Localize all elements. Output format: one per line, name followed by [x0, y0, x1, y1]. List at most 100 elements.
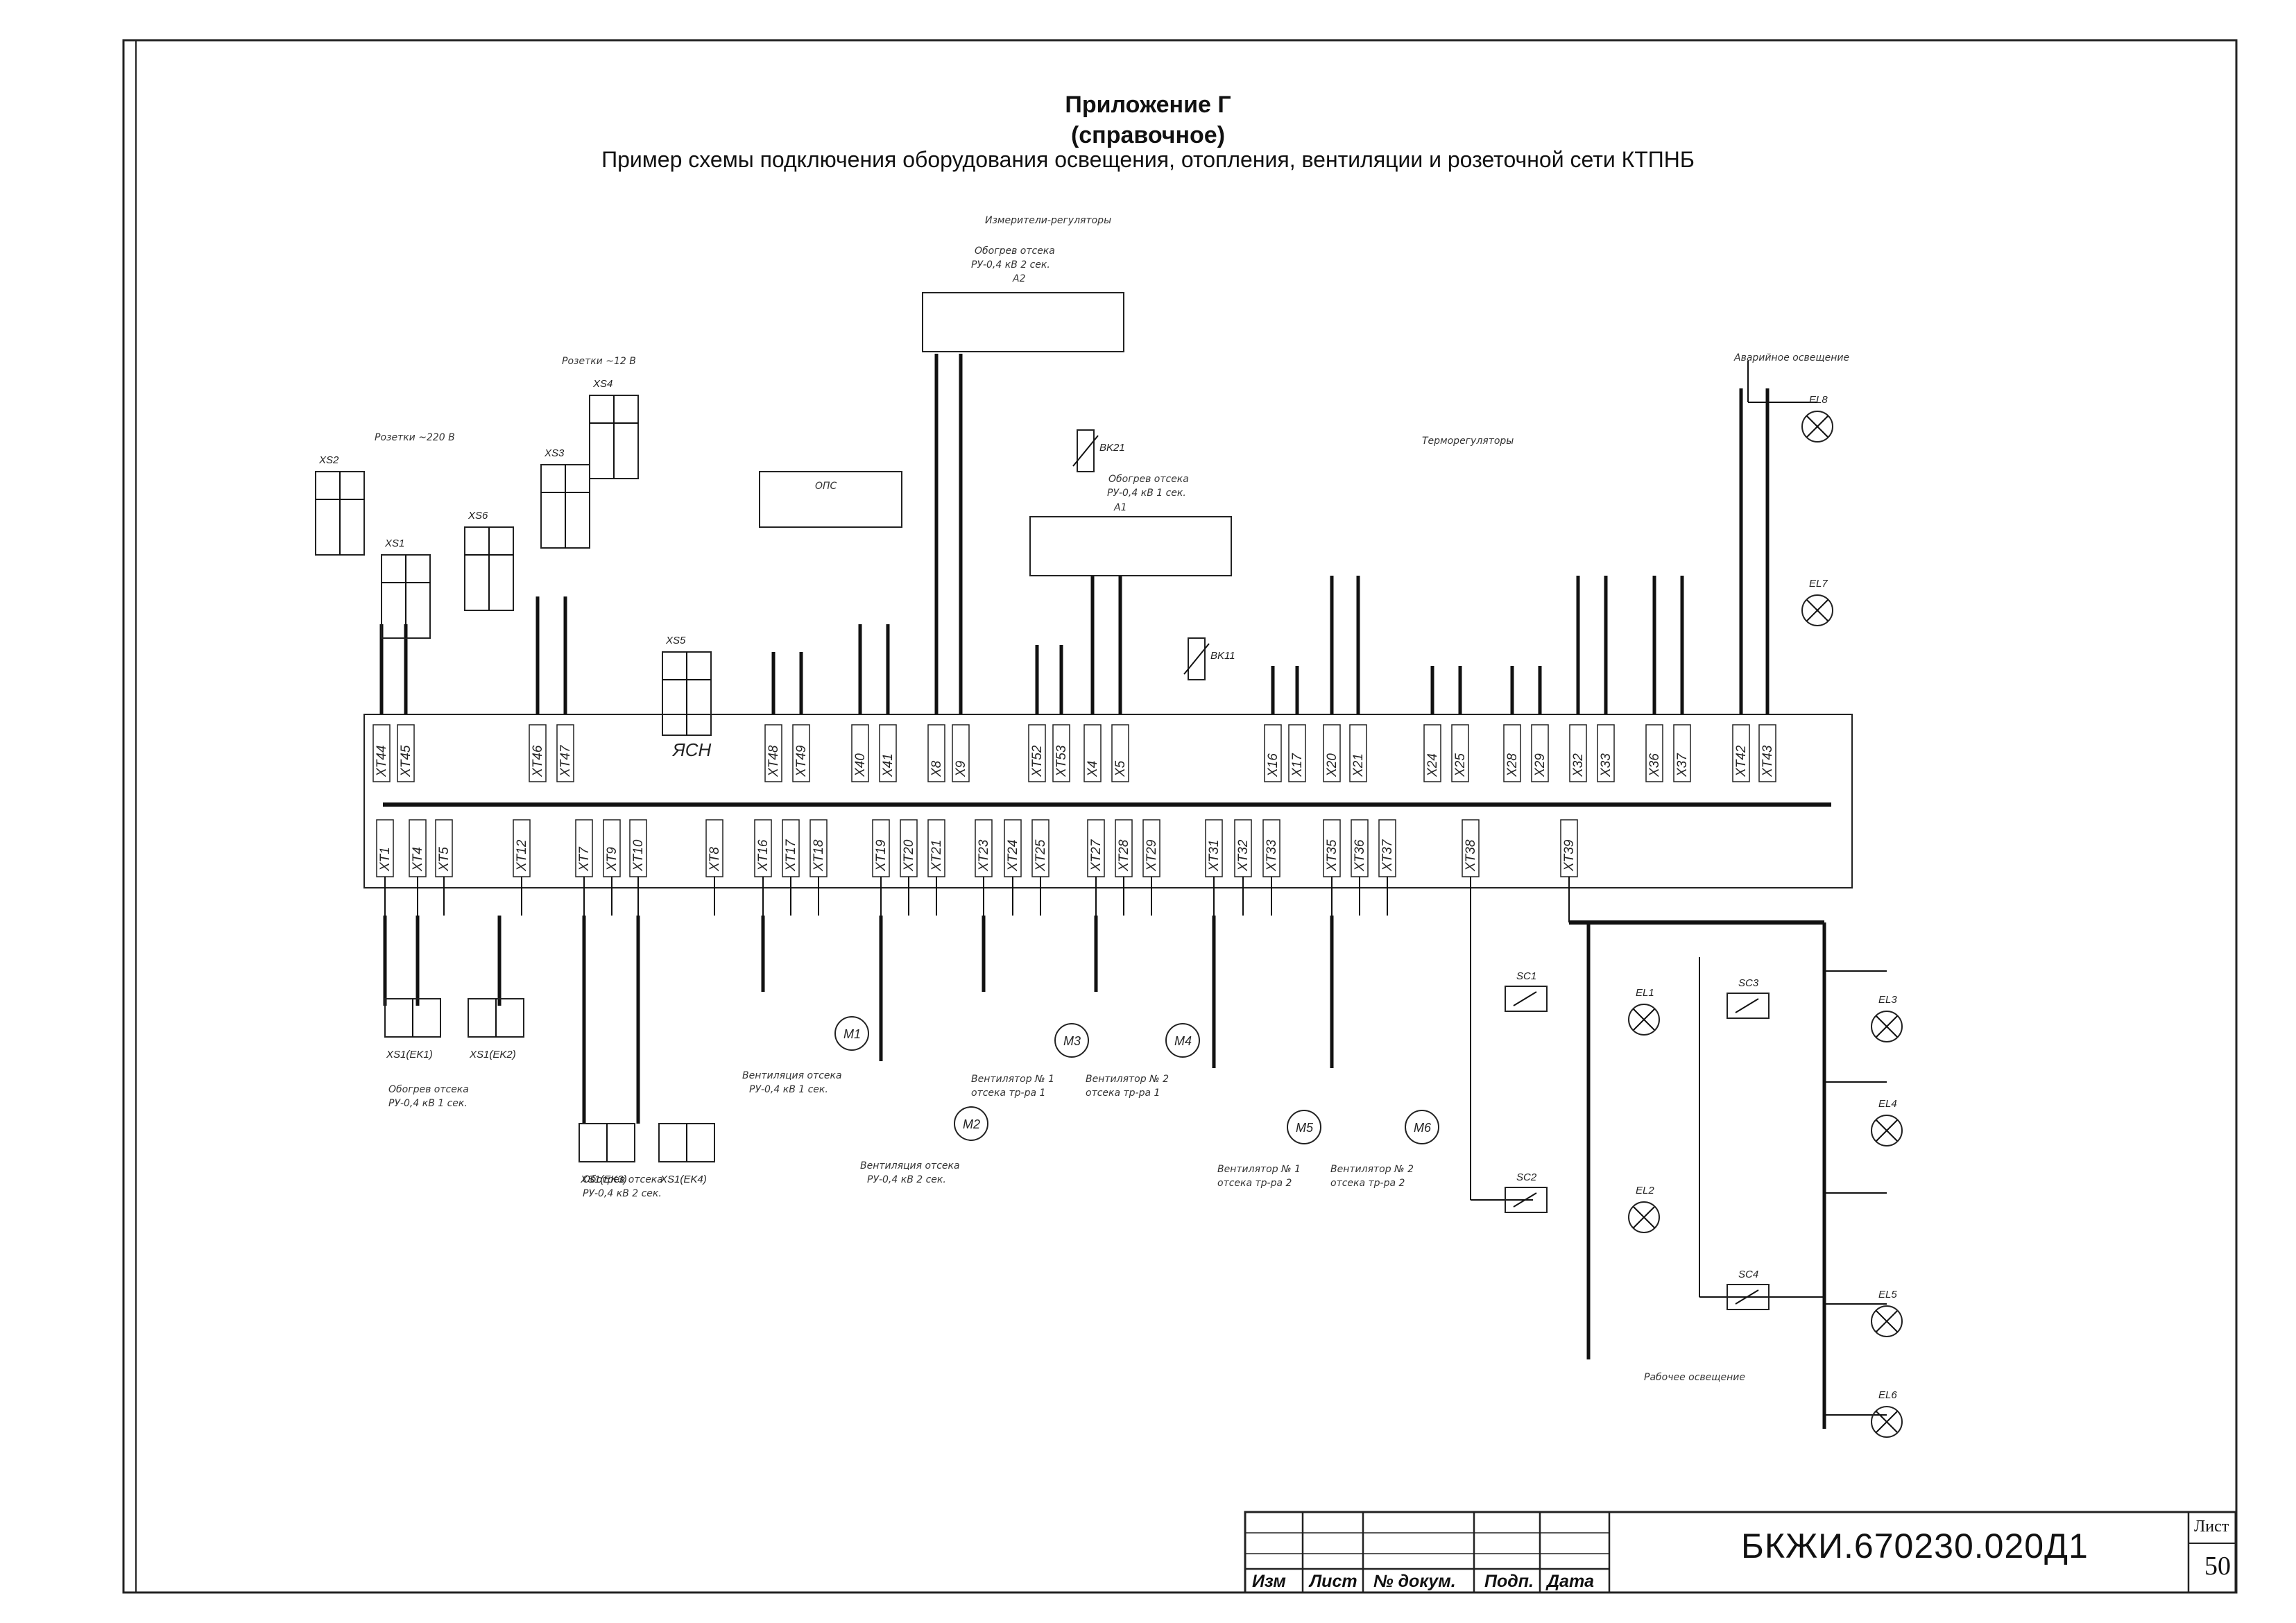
board-yasn [363, 714, 1853, 888]
rozetki-12-caption: Розетки ~12 В [562, 356, 636, 367]
terminal-xt42: XT42 [1734, 745, 1749, 778]
terminal-box [1503, 724, 1521, 782]
obogrev1-caption-2: РУ-0,4 кВ 1 сек. [388, 1098, 468, 1109]
switch-contact [1513, 1192, 1537, 1208]
terminal-x16: X16 [1266, 753, 1280, 778]
rabochee-caption: Рабочее освещение [1644, 1372, 1745, 1383]
lamp-label-el1: EL1 [1636, 987, 1654, 999]
lamp-label-el7: EL7 [1809, 578, 1828, 590]
terminal-box [372, 724, 391, 782]
vt3-caption-2: отсека тр-ра 2 [1217, 1178, 1292, 1189]
vt2-caption-2: отсека тр-ра 1 [1086, 1088, 1160, 1099]
sheet-number: 50 [2204, 1552, 2231, 1581]
a1-block [1029, 516, 1232, 576]
terminal-xt1: XT1 [378, 847, 393, 872]
terminal-box [1673, 724, 1691, 782]
heater-label: XS1(EK1) [386, 1049, 433, 1060]
lamp-label-el5: EL5 [1878, 1289, 1897, 1300]
motor-label-m2: M2 [963, 1117, 980, 1131]
sensor-label-bk21: BK21 [1099, 442, 1125, 454]
terminal-box [529, 724, 547, 782]
motor-label-m4: M4 [1174, 1034, 1192, 1048]
a2-block [922, 292, 1124, 352]
terminal-x28: X28 [1505, 753, 1520, 778]
terminal-box [792, 724, 810, 782]
ops-label: ОПС [815, 481, 837, 492]
terminal-box [1028, 724, 1046, 782]
lamp-cross [1876, 1119, 1898, 1142]
a2-tag: А2 [1012, 273, 1026, 284]
switch-symbol [1727, 1284, 1770, 1310]
terminal-xt32: XT32 [1236, 839, 1251, 872]
tb-list: Лист [1310, 1572, 1357, 1591]
motor-symbol [834, 1016, 869, 1051]
motor-symbol [1165, 1023, 1200, 1058]
terminal-xt52: XT52 [1030, 745, 1045, 778]
terminal-xt27: XT27 [1089, 839, 1104, 872]
vt3-caption-1: Вентилятор № 1 [1217, 1164, 1301, 1175]
socket-label-xs5: XS5 [665, 635, 686, 646]
switch-contact [1735, 1289, 1759, 1305]
terminal-xt24: XT24 [1006, 840, 1020, 872]
tb-docnum: № докум. [1373, 1572, 1456, 1591]
terminal-xt38: XT38 [1464, 839, 1478, 872]
terminal-xt17: XT17 [784, 839, 798, 872]
terminal-x17: X17 [1290, 753, 1305, 778]
terminal-xt20: XT20 [902, 839, 916, 872]
terminal-x8: X8 [929, 760, 944, 778]
terminal-box [1288, 724, 1306, 782]
page-title: Приложение Г [1065, 92, 1231, 118]
a2-caption-2: РУ-0,4 кВ 2 сек. [971, 259, 1050, 270]
terminal-xt12: XT12 [515, 839, 529, 872]
lamp-cross [1806, 415, 1828, 438]
terminal-xt9: XT9 [605, 847, 619, 872]
lamp-label-el2: EL2 [1636, 1185, 1654, 1196]
switch-label-sc1: SC1 [1516, 970, 1536, 982]
vt4-caption-1: Вентилятор № 2 [1330, 1164, 1414, 1175]
terminal-xt37: XT37 [1380, 839, 1395, 872]
sensor-slash [1183, 643, 1210, 675]
terminal-box [1645, 724, 1663, 782]
terminal-x32: X32 [1571, 753, 1586, 778]
terminal-x21: X21 [1351, 753, 1366, 778]
obogrev2-caption-1: Обогрев отсека [583, 1174, 663, 1185]
a1-caption-2: РУ-0,4 кВ 1 сек. [1107, 488, 1186, 499]
terminal-x29: X29 [1533, 753, 1548, 778]
title-block [1244, 1511, 2237, 1594]
vent2-caption-2: РУ-0,4 кВ 2 сек. [867, 1174, 946, 1185]
terminal-x20: X20 [1325, 753, 1339, 778]
avar-caption: Аварийное освещение [1733, 352, 1849, 363]
izm-reg-caption: Измерители-регуляторы [985, 215, 1111, 226]
motor-label-m6: M6 [1414, 1121, 1432, 1135]
socket-label-xs6: XS6 [468, 510, 488, 522]
switch-symbol [1727, 993, 1770, 1019]
socket-label-xs4: XS4 [592, 378, 612, 390]
lamp-symbol [1628, 1004, 1660, 1036]
vt2-caption-1: Вентилятор № 2 [1086, 1074, 1169, 1085]
terminal-xt16: XT16 [756, 839, 771, 872]
terminal-xt29: XT29 [1145, 839, 1159, 872]
terminal-xt19: XT19 [874, 839, 889, 872]
sensor-slash [1072, 435, 1099, 467]
tb-podp: Подп. [1484, 1572, 1534, 1591]
sensor-label-bk11: BK11 [1210, 650, 1235, 662]
terminal-xt53: XT53 [1054, 745, 1069, 778]
terminal-x41: X41 [881, 753, 896, 778]
terminal-box [556, 724, 574, 782]
motor-symbol [1405, 1110, 1439, 1144]
vent1-caption-1: Вентиляция отсека [742, 1070, 842, 1081]
page-subtitle: (справочное) [1070, 122, 1226, 148]
terminal-box [1264, 724, 1282, 782]
terminal-xt10: XT10 [631, 839, 646, 872]
terminal-x24: X24 [1425, 753, 1440, 778]
lamp-cross [1876, 1015, 1898, 1038]
terminal-xt46: XT46 [531, 745, 545, 778]
terminal-box [1451, 724, 1469, 782]
terminal-box [1323, 724, 1341, 782]
switch-contact [1735, 998, 1759, 1013]
